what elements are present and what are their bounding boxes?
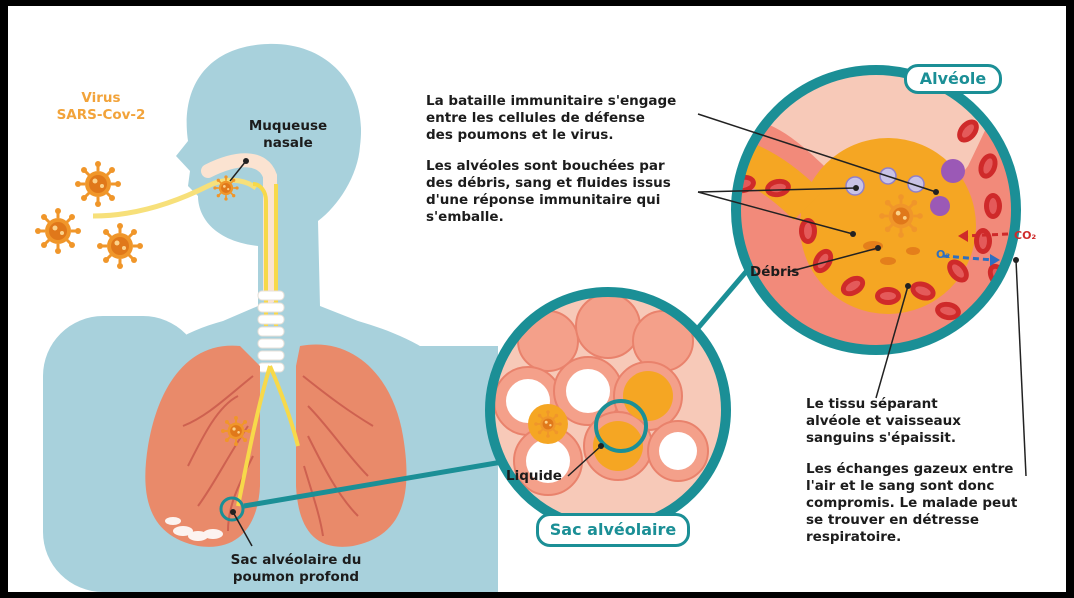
alveole-badge: Alvéole	[904, 64, 1002, 94]
liquide-label: Liquide	[506, 468, 562, 485]
muqueuse-label: Muqueuse nasale	[238, 118, 338, 152]
virus-particle	[221, 416, 251, 446]
virus-particle	[97, 223, 143, 269]
gas-exchange-text: Les échanges gazeux entre l'air et le sa…	[806, 461, 1017, 546]
tissue-thickening-text: Le tissu séparant alvéole et vaisseaux s…	[806, 396, 961, 447]
virus-particle	[213, 175, 238, 200]
co2-label: CO₂	[1014, 227, 1036, 244]
debris-label: Débris	[750, 264, 799, 281]
alveolar-sac-badge: Sac alvéolaire	[536, 513, 690, 547]
clogged-alveoli-text: Les alvéoles sont bouchées par des débri…	[426, 158, 671, 226]
deep-lung-sac-label: Sac alvéolaire du poumon profond	[216, 552, 376, 586]
o2-label: O₂	[936, 246, 950, 263]
virus-label: Virus SARS-Cov-2	[56, 90, 146, 124]
virus-particle	[35, 208, 81, 254]
immune-battle-text: La bataille immunitaire s'engage entre l…	[426, 93, 676, 144]
diagram-frame: Virus SARS-Cov-2 Muqueuse nasale Sac alv…	[8, 6, 1066, 592]
virus-particle	[75, 161, 121, 207]
